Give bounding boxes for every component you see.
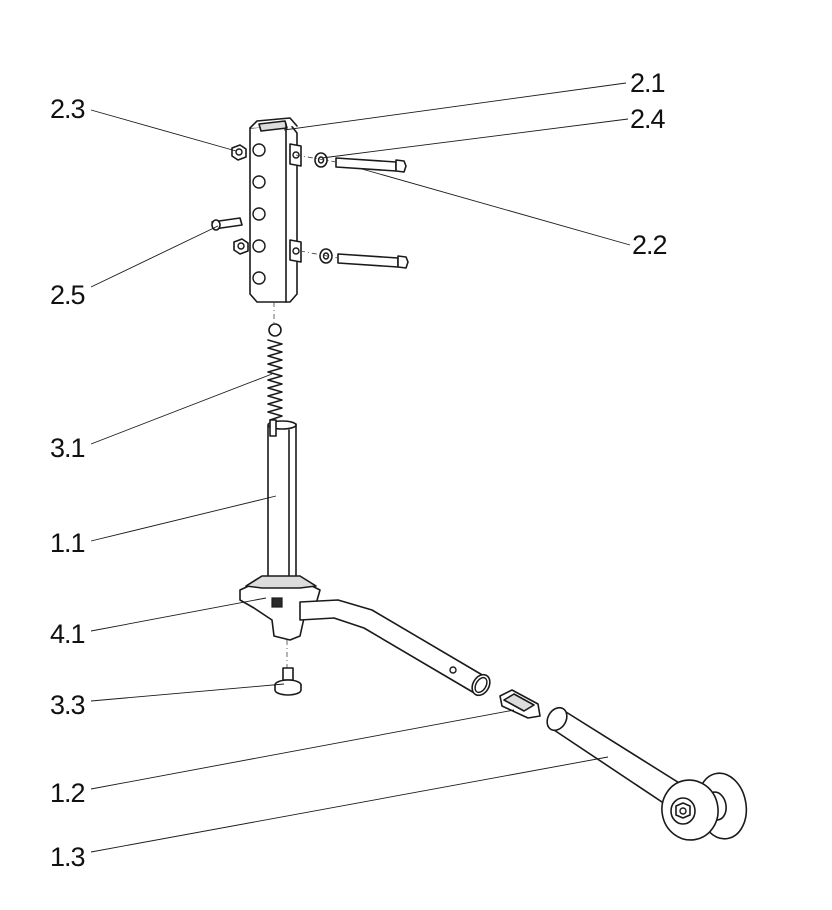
vertical-strut-1-1 bbox=[267, 419, 297, 591]
angled-arm bbox=[299, 599, 491, 697]
foot-pad-3-3 bbox=[274, 640, 302, 696]
leader-lines bbox=[90, 82, 631, 853]
callout-4-1: 4.1 bbox=[50, 619, 85, 649]
callout-1-3: 1.3 bbox=[50, 842, 85, 872]
wheel-tube-1-3 bbox=[546, 706, 701, 819]
mounting-tube-2-1 bbox=[249, 117, 302, 303]
spring-3-1 bbox=[267, 302, 283, 421]
nut-lower bbox=[233, 238, 249, 255]
callout-2-3: 2.3 bbox=[50, 94, 85, 124]
bolt-lower bbox=[299, 250, 409, 269]
bolt-2-2 bbox=[295, 154, 407, 173]
callout-3-1: 3.1 bbox=[50, 433, 85, 463]
callout-1-1: 1.1 bbox=[50, 528, 85, 558]
insert-plug-1-2 bbox=[499, 689, 541, 719]
set-screw-2-5 bbox=[211, 217, 243, 231]
fork-bracket-4-1 bbox=[239, 575, 321, 641]
washer-2-4 bbox=[314, 152, 328, 168]
caster-wheels bbox=[661, 772, 748, 841]
callout-2-1: 2.1 bbox=[630, 68, 665, 98]
callout-2-5: 2.5 bbox=[50, 280, 85, 310]
callout-3-3: 3.3 bbox=[50, 690, 85, 720]
callout-2-2: 2.2 bbox=[632, 230, 667, 260]
nut-2-3 bbox=[231, 144, 247, 161]
callout-1-2: 1.2 bbox=[50, 778, 85, 808]
callout-2-4: 2.4 bbox=[630, 104, 666, 134]
